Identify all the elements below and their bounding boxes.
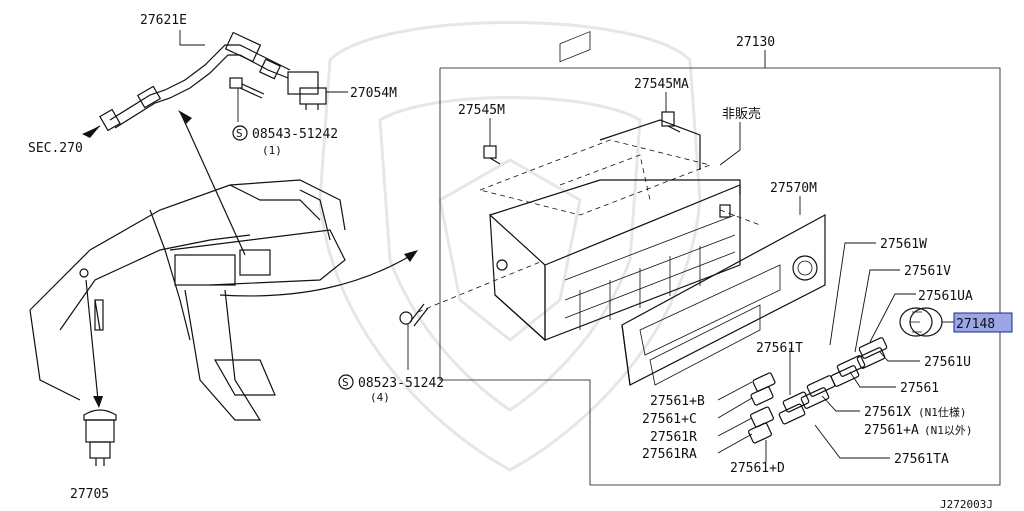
figure-id: J272003J	[940, 498, 993, 511]
dash-screw-line-2	[719, 209, 761, 226]
leader-hihanbai	[719, 122, 741, 166]
part-27705	[83, 409, 117, 466]
label-27561V: 27561V	[904, 264, 951, 279]
dashboard-illustration	[29, 179, 346, 421]
label-27570M: 27570M	[770, 181, 817, 196]
label-27561X-note: (N1仕様)	[918, 405, 967, 419]
label-08523-qty: (4)	[370, 391, 390, 404]
label-sec270: SEC.270	[28, 141, 83, 156]
label-27561C: 27561+C	[642, 412, 697, 427]
arrow-to-assembly	[219, 255, 411, 297]
screw-08523	[399, 303, 429, 327]
label-27621E: 27621E	[140, 13, 187, 28]
arrowhead-harness	[178, 110, 192, 124]
screw-27545MA	[661, 111, 681, 133]
control-unit	[478, 31, 741, 342]
label-hihanbai: 非販売	[722, 106, 761, 122]
label-27054M: 27054M	[350, 86, 397, 101]
button-leaders	[717, 242, 920, 462]
button-stack	[748, 337, 888, 444]
label-27561W: 27561W	[880, 237, 927, 252]
watermark-emblem	[318, 21, 702, 472]
label-27130: 27130	[736, 35, 775, 50]
label-27561D: 27561+D	[730, 461, 785, 476]
s-mark-2-letter: S	[342, 376, 349, 389]
arrow-to-harness	[181, 115, 246, 256]
label-08523-51242: 08523-51242	[358, 376, 444, 391]
label-27561A: 27561+A	[864, 423, 919, 438]
faceplate-27570M	[621, 213, 826, 386]
assembly-frame	[439, 67, 1001, 486]
arrow-to-27705	[85, 279, 99, 401]
sec270-arrow-shaft	[85, 125, 101, 135]
label-27148: 27148	[956, 317, 995, 332]
label-27545M: 27545M	[458, 103, 505, 118]
s-mark-1-letter: S	[236, 127, 243, 140]
label-27561: 27561	[900, 381, 939, 396]
s-mark-1	[232, 125, 248, 141]
harness-27621E	[99, 31, 291, 132]
screw-08543	[229, 77, 265, 99]
label-27561TA: 27561TA	[894, 452, 949, 467]
label-27561X: 27561X	[864, 405, 911, 420]
screw-27545M	[483, 145, 501, 165]
arrowhead-27705	[93, 396, 103, 408]
label-27561R: 27561R	[650, 430, 697, 445]
label-27561UA: 27561UA	[918, 289, 973, 304]
leader-27621E	[179, 30, 205, 46]
label-27561A-note: (N1以外)	[924, 424, 973, 437]
label-27545MA: 27545MA	[634, 77, 689, 92]
s-mark-2	[338, 374, 354, 390]
knob-27148	[899, 307, 943, 337]
label-27561U: 27561U	[924, 355, 971, 370]
label-27705: 27705	[70, 487, 109, 502]
label-08543-qty: (1)	[262, 144, 282, 157]
highlight-27148	[953, 312, 1013, 333]
arrowhead-assembly	[404, 250, 418, 262]
label-27561RA: 27561RA	[642, 447, 697, 462]
label-27561B: 27561+B	[650, 394, 705, 409]
label-27561T: 27561T	[756, 341, 803, 356]
dash-screw-line	[417, 261, 541, 313]
connector-27054M	[287, 71, 327, 110]
label-08543-51242: 08543-51242	[252, 127, 338, 142]
